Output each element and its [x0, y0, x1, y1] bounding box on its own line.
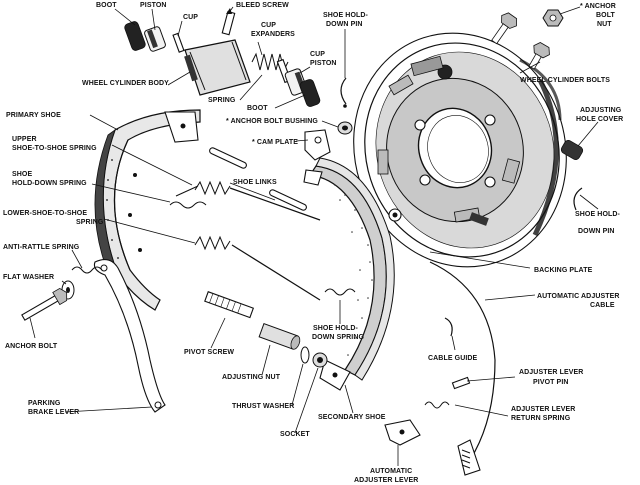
label-upper-spring-2: SHOE-TO-SHOE SPRING — [12, 145, 97, 152]
label-anchor-bolt: ANCHOR BOLT — [5, 343, 58, 350]
label-pivot-screw: PIVOT SCREW — [184, 349, 234, 356]
label-adjuster-lever-pivot-pin-2: PIVOT PIN — [533, 379, 569, 386]
label-piston-top: PISTON — [140, 2, 167, 9]
label-automatic-adjuster-cable-1: AUTOMATIC ADJUSTER — [537, 293, 620, 300]
label-cup-expanders-1: CUP — [261, 22, 276, 29]
label-anchor-bolt-bushing: * ANCHOR BOLT BUSHING — [226, 118, 318, 125]
label-upper-spring-1: UPPER — [12, 136, 37, 143]
label-anti-rattle-spring: ANTI-RATTLE SPRING — [3, 244, 80, 251]
label-adjuster-lever-return-spring-1: ADJUSTER LEVER — [511, 406, 575, 413]
label-shoe-holddown-spring-left-1: SHOE — [12, 171, 32, 178]
label-shoe-holddown-spring-left-2: HOLD-DOWN SPRING — [12, 180, 87, 187]
label-thrust-washer: THRUST WASHER — [232, 403, 294, 410]
label-boot-right: BOOT — [247, 105, 268, 112]
label-anchor-bolt-nut-1: * ANCHOR — [580, 3, 616, 10]
label-shoe-holddown-spring-mid-2: DOWN SPRING — [312, 334, 364, 341]
label-adjuster-lever-return-spring-2: RETURN SPRING — [511, 415, 571, 422]
backing-plate — [353, 32, 567, 268]
label-parking-brake-lever-2: BRAKE LEVER — [28, 409, 79, 416]
label-boot-top: BOOT — [96, 2, 117, 9]
label-cable-guide: CABLE GUIDE — [428, 355, 478, 362]
label-spring: SPRING — [208, 97, 236, 104]
label-automatic-adjuster-lever-1: AUTOMATIC — [370, 468, 412, 475]
label-shoe-holddown-pin-top-2: DOWN PIN — [326, 21, 363, 28]
label-cup-top: CUP — [183, 14, 198, 21]
label-lower-spring-2: SPRING — [76, 219, 104, 226]
label-automatic-adjuster-cable-2: CABLE — [590, 302, 615, 309]
leader-lines — [29, 6, 599, 466]
label-anchor-bolt-nut-2: BOLT — [596, 12, 616, 19]
label-primary-shoe: PRIMARY SHOE — [6, 112, 61, 119]
label-flat-washer: FLAT WASHER — [3, 274, 54, 281]
label-anchor-bolt-nut-3: NUT — [597, 21, 612, 28]
label-piston-right: PISTON — [310, 60, 337, 67]
label-lower-spring-1: LOWER-SHOE-TO-SHOE — [3, 210, 87, 217]
label-adjusting-hole-cover-1: ADJUSTING — [580, 107, 622, 114]
label-shoe-holddown-spring-mid-1: SHOE HOLD- — [313, 325, 359, 332]
label-cup-expanders-2: EXPANDERS — [251, 31, 295, 38]
label-bleed-screw: BLEED SCREW — [236, 2, 289, 9]
part-labels: BOOT PISTON CUP BLEED SCREW CUP EXPANDER… — [3, 2, 623, 484]
parking-brake-lever — [93, 259, 166, 413]
label-cup-right: CUP — [310, 51, 325, 58]
label-adjusting-nut: ADJUSTING NUT — [222, 374, 281, 381]
label-secondary-shoe: SECONDARY SHOE — [318, 414, 386, 421]
label-backing-plate: BACKING PLATE — [534, 267, 593, 274]
label-shoe-holddown-pin-top-1: SHOE HOLD- — [323, 12, 369, 19]
label-shoe-holddown-pin-right-2: DOWN PIN — [578, 228, 615, 235]
label-adjusting-hole-cover-2: HOLE COVER — [576, 116, 623, 123]
wheel-cylinder — [124, 8, 321, 107]
small-parts — [21, 9, 584, 476]
label-cam-plate: * CAM PLATE — [252, 139, 298, 146]
secondary-shoe — [303, 157, 395, 391]
label-socket: SOCKET — [280, 431, 310, 438]
label-adjuster-lever-pivot-pin-1: ADJUSTER LEVER — [519, 369, 583, 376]
label-wheel-cylinder-body: WHEEL CYLINDER BODY — [82, 80, 169, 87]
label-wheel-cylinder-bolts: WHEEL CYLINDER BOLTS — [520, 77, 610, 84]
label-shoe-holddown-pin-right-1: SHOE HOLD- — [575, 211, 621, 218]
label-automatic-adjuster-lever-2: ADJUSTER LEVER — [354, 477, 418, 484]
label-shoe-links: SHOE LINKS — [233, 179, 277, 186]
label-parking-brake-lever-1: PARKING — [28, 400, 61, 407]
primary-shoe — [94, 109, 201, 311]
